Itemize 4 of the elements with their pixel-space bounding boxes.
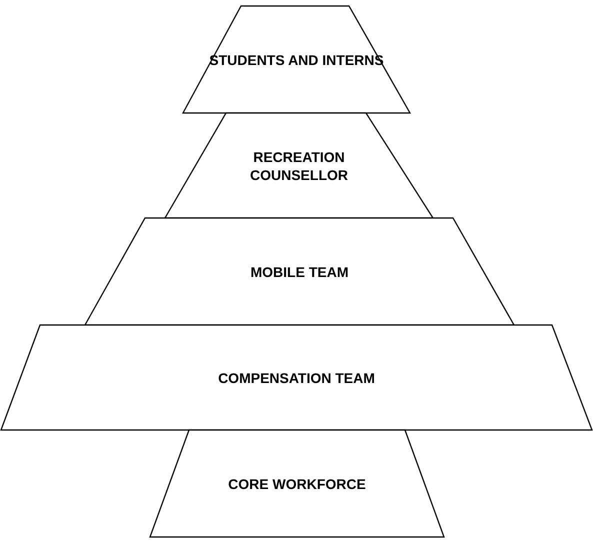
level-label: MOBILE TEAM <box>250 262 350 280</box>
level-label: COMPENSATION TEAM <box>217 368 376 386</box>
level-label: CORE WORKFORCE <box>227 474 367 492</box>
level-label: RECREATION COUNSELLOR <box>249 148 349 184</box>
